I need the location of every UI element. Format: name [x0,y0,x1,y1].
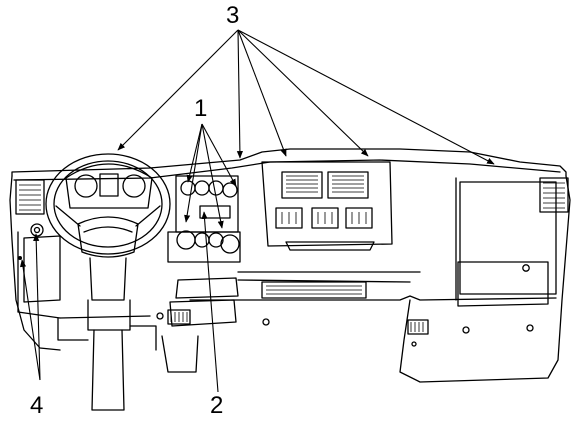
lower-centre-vent [156,277,367,327]
callout-3-leaders [117,29,495,165]
left-lower-panel [17,223,61,319]
steering-wheel [45,153,171,411]
centre-switch-panel [167,175,241,263]
callout-4-leaders [19,233,41,381]
left-air-vent [15,179,45,215]
callout-label-2: 2 [210,392,224,419]
callout-1-leaders [184,123,237,229]
callout-label-3: 3 [226,2,240,29]
right-air-vent [539,177,569,213]
callout-label-1: 1 [194,95,208,122]
dashboard-outline [9,148,571,383]
callout-label-4: 4 [30,392,44,419]
lower-grilles [161,309,429,373]
centre-console [261,161,393,251]
callout-2-leader [201,211,219,393]
